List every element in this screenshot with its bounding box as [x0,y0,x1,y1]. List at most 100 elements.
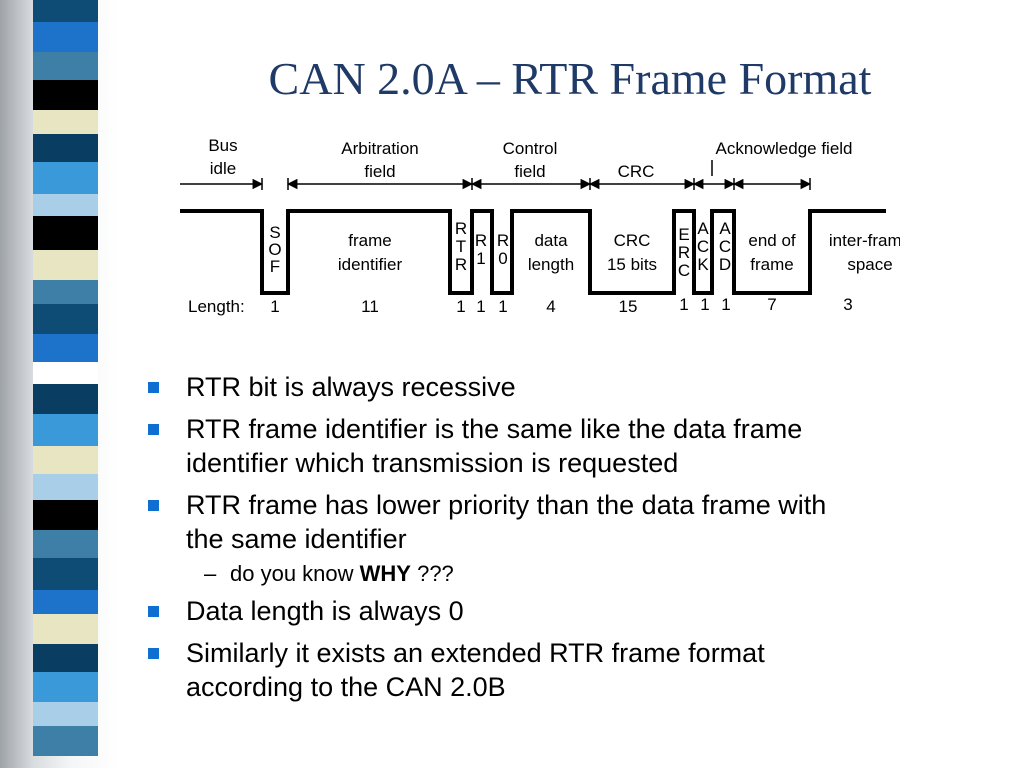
svg-text:frame: frame [348,231,391,250]
header-control-line2: field [514,162,545,181]
svg-text:15 bits: 15 bits [607,255,657,274]
strip-block [33,162,98,194]
strip-block [33,644,98,672]
strip-block [33,500,98,530]
bullet-text: identifier which transmission is request… [186,448,679,478]
strip-block [33,530,98,558]
strip-block [33,446,98,474]
svg-text:frame: frame [750,255,793,274]
svg-text:K: K [697,255,709,274]
length-r1: 1 [476,297,485,316]
can-rtr-frame-diagram: Bus idle Arbitration field Control field… [180,136,900,316]
strip-blocks [33,0,98,768]
header-bus-idle-line1: Bus [208,136,237,155]
svg-text:E: E [678,225,689,244]
bullet-text: RTR frame identifier is the same like th… [186,414,803,444]
svg-text:A: A [697,219,709,238]
strip-block [33,80,98,110]
strip-block [33,558,98,590]
bullet-list: RTR bit is always recessive RTR frame id… [140,370,960,712]
svg-text:R: R [497,231,509,250]
dash-bullet-icon: – [204,561,217,586]
bullet-item: Data length is always 0 [140,594,960,628]
strip-block [33,22,98,52]
length-r0: 1 [498,297,507,316]
decorative-side-strip [0,0,118,768]
strip-block [33,702,98,726]
square-bullet-icon [148,382,159,393]
field-extent-arrows [180,178,812,190]
svg-text:CRC: CRC [614,231,651,250]
field-r0: R 0 [497,231,509,268]
svg-text:identifier: identifier [338,255,403,274]
field-frame-identifier: frame identifier [338,231,403,274]
header-acknowledge: Acknowledge field [715,139,852,158]
length-erc: 1 [679,295,688,314]
strip-block [33,0,98,22]
sub-bullet-bold: WHY [359,561,411,586]
field-rtr: R T R [455,219,467,274]
header-control-line1: Control [503,139,558,158]
length-crc: 15 [619,297,638,316]
length-frame-identifier: 11 [361,297,379,316]
strip-block [33,134,98,162]
field-erc: E R C [678,225,690,280]
strip-block [33,474,98,500]
square-bullet-icon [148,500,159,511]
bullet-item: RTR bit is always recessive [140,370,960,404]
svg-text:inter-frame: inter-frame [829,231,900,250]
sub-bullet-text-end: ??? [410,561,454,586]
strip-block [33,250,98,280]
strip-block [33,672,98,702]
svg-text:length: length [528,255,574,274]
square-bullet-icon [148,424,159,435]
bus-waveform [180,209,886,295]
bullet-text: according to the CAN 2.0B [186,672,506,702]
header-crc: CRC [618,162,655,181]
strip-block [33,194,98,216]
length-ack: 1 [700,295,709,314]
field-data-length: data length [528,231,574,274]
strip-block [33,614,98,644]
strip-block [33,280,98,304]
strip-block [33,384,98,414]
length-sof: 1 [270,297,279,316]
svg-text:1: 1 [476,249,485,268]
svg-text:O: O [268,240,281,259]
strip-block [33,52,98,80]
svg-text:C: C [719,237,731,256]
bullet-item: RTR frame has lower priority than the da… [140,488,960,556]
svg-text:F: F [270,257,280,276]
bullet-item: RTR frame identifier is the same like th… [140,412,960,480]
header-arbitration-line1: Arbitration [341,139,418,158]
field-end-of-frame: end of frame [748,231,796,274]
svg-text:C: C [678,261,690,280]
field-inter-frame-space: inter-frame space [829,231,900,274]
svg-text:T: T [456,237,466,256]
strip-block [33,334,98,362]
strip-block [33,110,98,134]
svg-text:0: 0 [498,249,507,268]
field-sof: S O F [268,223,281,276]
svg-text:A: A [719,219,731,238]
square-bullet-icon [148,606,159,617]
svg-text:space: space [847,255,892,274]
field-acd: A C D [719,219,731,274]
svg-text:D: D [719,255,731,274]
strip-block [33,304,98,334]
svg-text:R: R [455,219,467,238]
strip-block [33,726,98,756]
header-arbitration-line2: field [364,162,395,181]
bullet-text: Similarly it exists an extended RTR fram… [186,638,765,668]
square-bullet-icon [148,648,159,659]
strip-block [33,414,98,446]
slide-title: CAN 2.0A – RTR Frame Format [268,53,872,104]
length-data-length: 4 [546,297,555,316]
length-acd: 1 [721,295,730,314]
bullet-text: RTR bit is always recessive [186,372,516,402]
bullet-item: Similarly it exists an extended RTR fram… [140,636,960,704]
strip-block [33,590,98,614]
svg-text:R: R [475,231,487,250]
svg-text:R: R [678,243,690,262]
header-bus-idle-line2: idle [210,159,236,178]
